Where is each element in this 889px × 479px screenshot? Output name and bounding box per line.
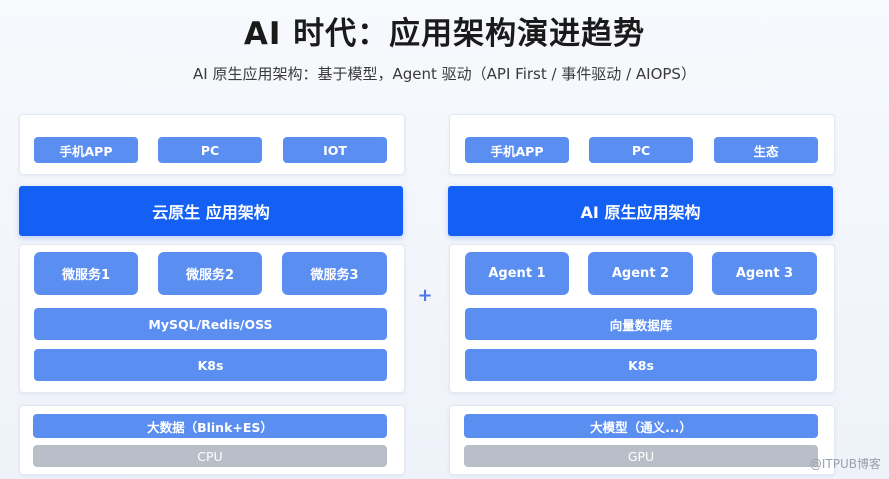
page-subtitle: AI 原生应用架构：基于模型，Agent 驱动（API First / 事件驱动… [193,65,696,83]
left-k8s: K8s [34,349,387,381]
left-client-pc: PC [158,137,262,163]
right-client-pc: PC [589,137,693,163]
right-banner-ai-native: AI 原生应用架构 [448,186,833,236]
left-banner-cloud-native: 云原生 应用架构 [19,186,403,236]
left-bigdata: 大数据（Blink+ES） [33,414,387,438]
right-gpu: GPU [464,445,818,467]
plus-connector: + [417,285,433,306]
right-agent-3: Agent 3 [712,252,817,295]
right-vector-db: 向量数据库 [465,308,817,340]
left-service-2: 微服务2 [158,252,262,295]
watermark: @ITPUB博客 [809,457,881,471]
left-storage: MySQL/Redis/OSS [34,308,387,340]
right-foundation-model: 大模型（通义...） [464,414,818,438]
page-title: AI 时代：应用架构演进趋势 [243,16,646,52]
right-k8s: K8s [465,349,817,381]
left-client-iot: IOT [283,137,387,163]
left-cpu: CPU [33,445,387,467]
right-agent-2: Agent 2 [588,252,693,295]
right-client-ecosystem: 生态 [714,137,818,163]
left-service-3: 微服务3 [282,252,387,295]
left-client-app: 手机APP [34,137,138,163]
right-client-app: 手机APP [465,137,569,163]
left-service-1: 微服务1 [34,252,138,295]
right-agent-1: Agent 1 [465,252,569,295]
